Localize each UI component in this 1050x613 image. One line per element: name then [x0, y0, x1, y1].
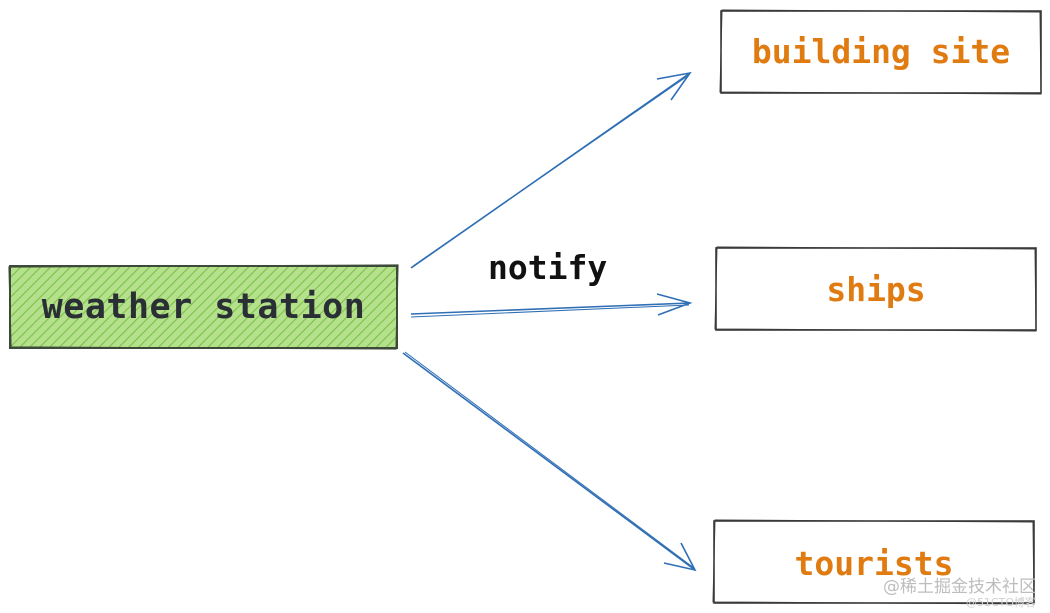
target-node-box	[720, 10, 1042, 94]
source-node-label: weather station	[41, 287, 366, 327]
watermark-line-2: @51CTO博客	[965, 596, 1036, 609]
arrow-line-sketch	[410, 304, 690, 318]
arrow-to-ships[interactable]	[410, 293, 693, 318]
arrow-to-tourists[interactable]	[402, 351, 697, 572]
target-node-ships[interactable]	[714, 246, 1037, 332]
arrow-line	[402, 352, 696, 571]
arrow-head	[663, 542, 697, 572]
target-node-sketch-border	[712, 519, 1035, 605]
target-node-label-ships: ships	[826, 270, 926, 309]
target-node-label-tourists: tourists	[794, 544, 954, 583]
watermark-line-1: @稀土掘金技术社区	[883, 577, 1036, 597]
target-node-sketch-border	[714, 246, 1037, 332]
source-node-sketch-border	[8, 264, 399, 350]
target-node-sketch-border	[719, 9, 1042, 95]
edge-label-notify: notify	[488, 248, 608, 287]
target-node-tourists[interactable]	[712, 519, 1035, 605]
arrow-head	[656, 293, 693, 316]
source-node-box	[9, 265, 398, 349]
arrow-to-building-site[interactable]	[410, 71, 692, 269]
target-node-building-site[interactable]	[719, 9, 1042, 95]
watermark: @稀土掘金技术社区 @51CTO博客	[883, 577, 1036, 609]
source-node[interactable]	[8, 264, 399, 350]
arrow-line	[410, 302, 691, 315]
arrow-line-sketch	[412, 74, 690, 267]
target-node-label-building-site: building site	[751, 32, 1011, 71]
arrow-line-sketch	[404, 351, 695, 569]
arrow-head	[656, 71, 692, 101]
